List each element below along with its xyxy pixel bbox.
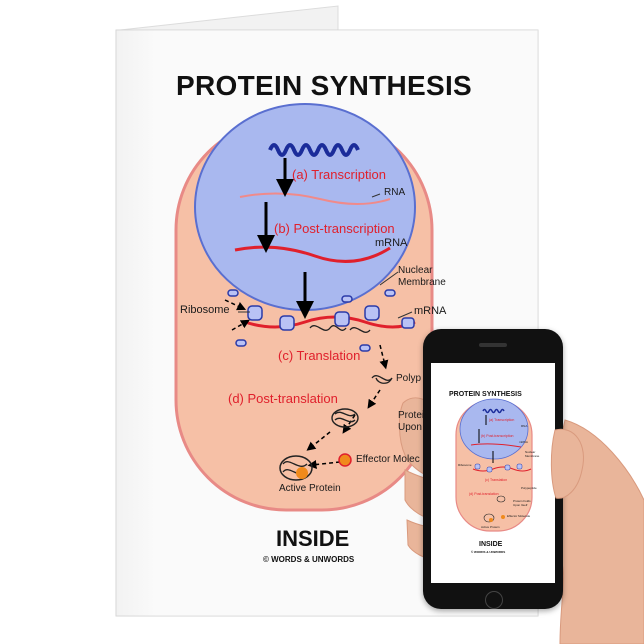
phone-label-rna: RNA [521,424,528,428]
folded-protein [331,408,359,428]
phone-label-membrane: Membrane [525,454,540,458]
label-transcription: (a) Transcription [292,167,386,182]
label-ribosome: Ribosome [180,304,230,316]
label-post-transcription: (b) Post-transcription [274,221,395,236]
phone-diagram [455,398,533,532]
label-mrna-cytoplasm: mRNA [414,305,447,317]
phone-label-effector: Effector Molecule [507,514,531,518]
phone-title: PROTEIN SYNTHESIS [449,391,522,398]
phone-label-polypeptide: Polypeptide [521,486,537,490]
label-mrna-nucleus: mRNA [375,237,408,249]
active-protein-icon [279,455,313,481]
phone-footer-title: INSIDE [479,541,503,548]
label-polypeptide: Polyp [396,373,422,384]
label-active-protein: Active Protein [279,483,341,494]
label-effector: Effector Molec [356,454,420,465]
phone-label-post-transcription: (b) Post-transcription [481,434,514,438]
phone-copyright: © WORDS & UNWORDS [471,550,506,554]
rna-strand [239,192,391,205]
card-footer-title: INSIDE [276,526,350,551]
phone-label-transcription: (a) Transcription [489,418,515,422]
phone-label-nuclear: Nuclear [525,450,536,454]
phone-label-protein-folds: Protein Folds [513,499,531,503]
phone-screen: PROTEIN SYNTHESIS (a) Transcription RNA … [431,363,555,583]
phone-speaker [479,343,507,347]
ribosome-group [227,289,415,352]
phone-label-ribosome: Ribosome [458,463,472,467]
label-rna: RNA [384,187,406,198]
label-protein-folds: Protei [398,410,425,421]
phone-label-translation: (c) Translation [485,478,508,482]
dna-helix-icon [268,143,360,157]
phone-label-active-protein: Active Protein [481,525,500,529]
card-copyright: © WORDS & UNWORDS [263,555,355,564]
phone-label-upon-itself: Upon Itself [513,503,528,507]
effector-molecule-icon [338,453,352,467]
label-post-translation: (d) Post-translation [228,391,338,406]
card-title: PROTEIN SYNTHESIS [176,70,473,101]
polypeptide-chains [309,325,393,384]
phone-label-mrna: mRNA [519,440,528,444]
label-membrane: Membrane [398,277,446,288]
label-upon-itself: Upon Its [398,422,436,433]
label-nuclear: Nuclear [398,265,433,276]
phone-home-button[interactable] [485,591,503,609]
phone: PROTEIN SYNTHESIS (a) Transcription RNA … [423,329,563,609]
phone-label-post-translation: (d) Post-translation [469,492,499,496]
label-translation: (c) Translation [278,348,361,363]
